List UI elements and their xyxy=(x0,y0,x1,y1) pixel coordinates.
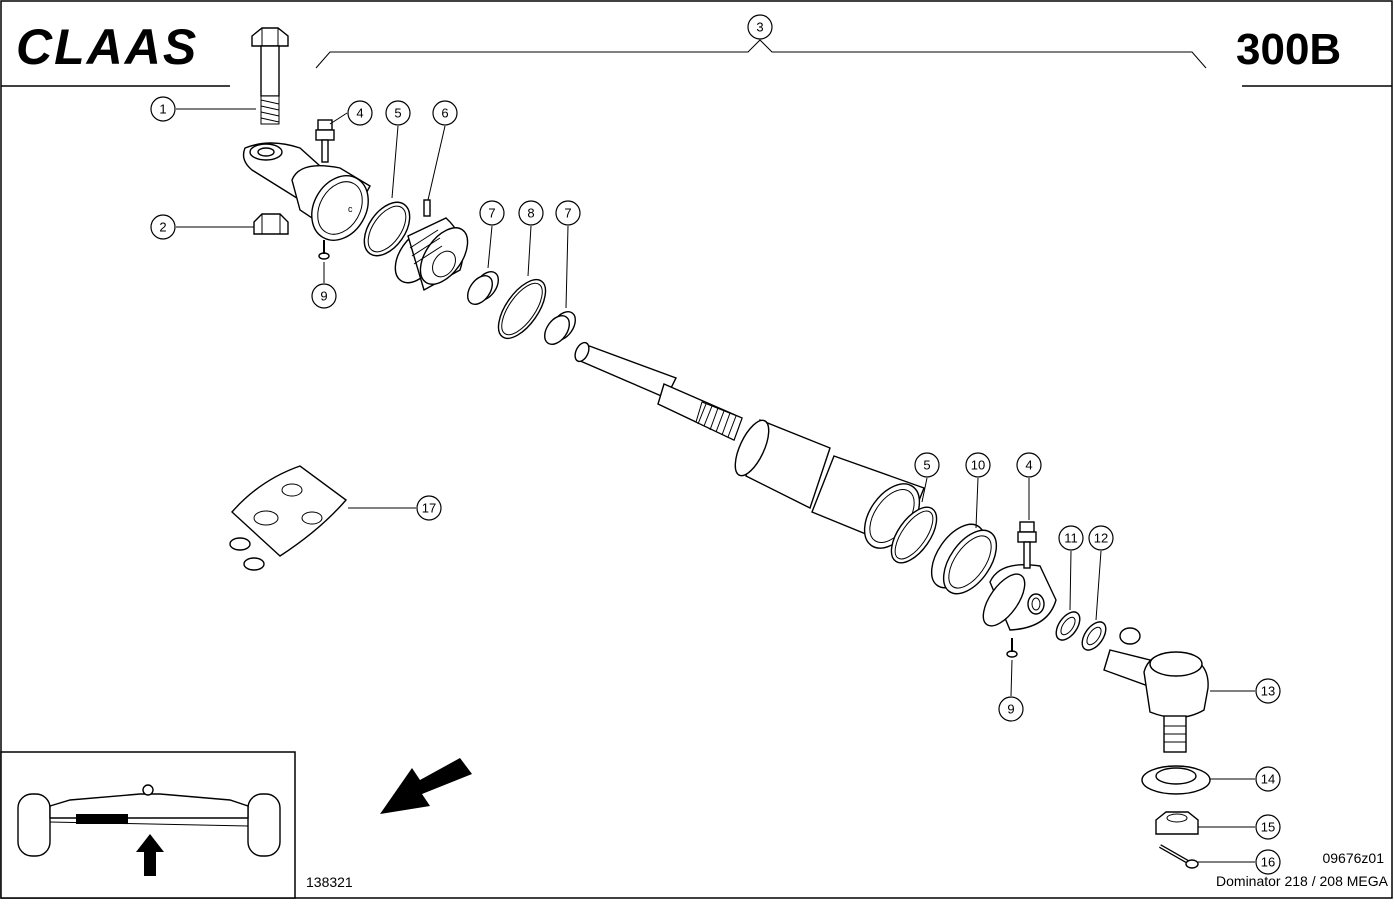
callout-number: 1 xyxy=(159,102,166,117)
callout-circle xyxy=(150,214,176,240)
grease-nipple-right xyxy=(1017,521,1037,569)
cotter-pin-part xyxy=(1159,844,1199,869)
bushing-left-a xyxy=(466,270,500,306)
callout-number: 14 xyxy=(1261,772,1275,787)
callout-c7b: 7 xyxy=(555,200,581,226)
callout-number: 8 xyxy=(527,206,534,221)
callout-c6: 6 xyxy=(432,100,458,126)
callout-number: 3 xyxy=(756,20,763,35)
callout-number: 17 xyxy=(422,501,436,516)
inset-code: 138321 xyxy=(306,874,353,890)
gland-part xyxy=(930,523,998,595)
callout-c14: 14 xyxy=(1255,766,1281,792)
callout-c4a: 4 xyxy=(347,100,373,126)
washer-11 xyxy=(1055,611,1081,641)
callout-c16: 16 xyxy=(1255,849,1281,875)
o-ring-left xyxy=(363,201,411,257)
callout-circle xyxy=(1255,766,1281,792)
callout-circle xyxy=(1255,814,1281,840)
callout-circle xyxy=(1088,525,1114,551)
callout-number: 7 xyxy=(564,206,571,221)
callout-c15: 15 xyxy=(1255,814,1281,840)
callout-number: 13 xyxy=(1261,684,1275,699)
callout-c9b: 9 xyxy=(998,696,1024,722)
callout-number: 9 xyxy=(320,289,327,304)
callout-number: 5 xyxy=(394,106,401,121)
callout-number: 15 xyxy=(1261,820,1275,835)
model-name: Dominator 218 / 208 MEGA xyxy=(1216,873,1389,889)
washer-12 xyxy=(1081,621,1107,651)
seal-kit-bag xyxy=(229,465,348,571)
callout-circle xyxy=(965,452,991,478)
callout-circle xyxy=(347,100,373,126)
nut-part xyxy=(253,213,289,235)
ball-joint-part xyxy=(1103,627,1209,753)
callout-c5a: 5 xyxy=(385,100,411,126)
callout-c5b: 5 xyxy=(914,452,940,478)
callout-number: 9 xyxy=(1007,702,1014,717)
assembly-brace xyxy=(315,39,1207,69)
callout-number: 16 xyxy=(1261,855,1275,870)
screw-right xyxy=(1006,638,1018,658)
callout-number: 4 xyxy=(1025,458,1032,473)
callout-number: 7 xyxy=(488,206,495,221)
right-end-housing xyxy=(982,564,1057,631)
callout-circle xyxy=(385,100,411,126)
callout-circle xyxy=(150,96,176,122)
callout-assembly: 3 xyxy=(747,14,773,40)
callout-number: 12 xyxy=(1094,531,1108,546)
callout-number: 2 xyxy=(159,220,166,235)
left-clevis-housing: c xyxy=(242,142,371,241)
castle-nut-part xyxy=(1155,811,1199,835)
drawing-code: 09676z01 xyxy=(1322,850,1384,866)
piston-part xyxy=(394,199,469,292)
page-code: 300B xyxy=(1236,25,1341,74)
grease-nipple-left xyxy=(315,119,335,163)
callout-c10: 10 xyxy=(965,452,991,478)
callout-number: 6 xyxy=(441,106,448,121)
callout-c17: 17 xyxy=(416,495,442,521)
bolt-part xyxy=(251,27,289,125)
bushing-left-b xyxy=(543,310,577,346)
callout-circle xyxy=(416,495,442,521)
callout-circle xyxy=(311,283,337,309)
callout-circle xyxy=(1058,525,1084,551)
callout-c7a: 7 xyxy=(479,200,505,226)
o-ring-middle xyxy=(497,278,547,340)
callout-circle xyxy=(914,452,940,478)
piston-rod xyxy=(574,341,743,441)
callout-number: 5 xyxy=(923,458,930,473)
callout-c4b: 4 xyxy=(1016,452,1042,478)
callout-circle xyxy=(479,200,505,226)
callout-number: 11 xyxy=(1064,531,1078,546)
callout-circle xyxy=(432,100,458,126)
callout-circle xyxy=(555,200,581,226)
callout-c1: 1 xyxy=(150,96,176,122)
callout-circle xyxy=(1255,678,1281,704)
callout-number: 4 xyxy=(356,106,363,121)
callout-c13: 13 xyxy=(1255,678,1281,704)
direction-arrow xyxy=(380,758,472,814)
axle-inset-illustration xyxy=(17,784,281,876)
svg-text:c: c xyxy=(348,204,353,214)
callout-c9a: 9 xyxy=(311,283,337,309)
callout-circle xyxy=(1016,452,1042,478)
dust-cap-part xyxy=(1141,765,1211,795)
callout-c2: 2 xyxy=(150,214,176,240)
callout-circle xyxy=(518,200,544,226)
callout-c8: 8 xyxy=(518,200,544,226)
o-ring-right xyxy=(890,506,938,564)
callout-c12: 12 xyxy=(1088,525,1114,551)
callout-c11: 11 xyxy=(1058,525,1084,551)
screw-left xyxy=(318,240,330,260)
callout-circle xyxy=(1255,849,1281,875)
leader-lines xyxy=(176,108,1255,863)
callout-circle xyxy=(998,696,1024,722)
callout-number: 10 xyxy=(971,458,985,473)
brand-logo: CLAAS xyxy=(16,19,198,75)
